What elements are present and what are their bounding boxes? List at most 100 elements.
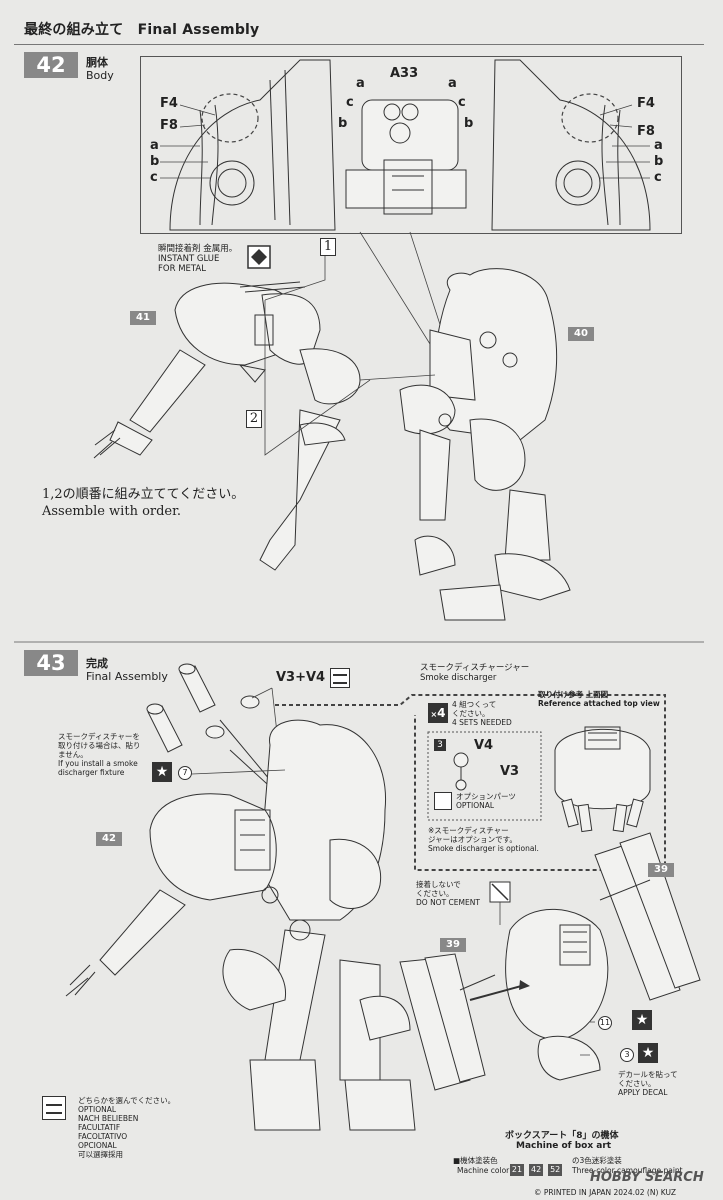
options-arrows-icon bbox=[42, 1096, 66, 1120]
sets-note: 4 組つくって ください。 4 SETS NEEDED bbox=[452, 700, 512, 727]
smoke-optional-jp-1: ※スモークディスチャー bbox=[428, 826, 509, 835]
callout-center-b-left: b bbox=[338, 116, 348, 131]
glue-note-en-2: FOR METAL bbox=[158, 264, 206, 274]
body-assembly-drawing bbox=[399, 268, 571, 621]
smoke-optional-jp-2: ジャーはオプションです。 bbox=[428, 835, 517, 844]
install-note-jp-3: ません。 bbox=[58, 750, 88, 759]
callout-right-c: c bbox=[654, 170, 662, 185]
camo-en: Three-color camouflage paint bbox=[572, 1166, 683, 1175]
detail-frame bbox=[140, 56, 682, 234]
apply-decal-note: デカールを貼って ください。 APPLY DECAL bbox=[618, 1070, 678, 1097]
glue-note-jp: 瞬間接着剤 金属用。 bbox=[158, 244, 238, 254]
sets-quantity-badge: ×4 bbox=[428, 703, 448, 723]
callout-right-a: a bbox=[654, 138, 663, 153]
completed-robot-drawing bbox=[65, 719, 416, 1131]
optional-part-en: OPTIONAL bbox=[456, 801, 495, 810]
callout-center-c-right: c bbox=[458, 95, 466, 110]
callout-left-f8: F8 bbox=[160, 118, 178, 133]
header-bar bbox=[14, 14, 704, 45]
box-art-title-en: Machine of box art bbox=[516, 1141, 612, 1151]
callout-right-b: b bbox=[654, 154, 664, 169]
smoke-title: スモークディスチャージャー Smoke discharger bbox=[420, 663, 529, 683]
callout-center-b-right: b bbox=[464, 116, 474, 131]
optional-part-note: オプションパーツ OPTIONAL bbox=[456, 792, 516, 810]
install-note-jp-1: スモークディスチャーを bbox=[58, 732, 140, 741]
callout-left-a: a bbox=[150, 138, 159, 153]
decal-7-marker: 7 bbox=[178, 766, 192, 780]
color-swatches: 21 42 52 bbox=[510, 1157, 563, 1176]
sets-note-jp-1: 4 組つくって bbox=[452, 700, 497, 709]
step-42-badge: 42 bbox=[24, 52, 78, 78]
part-40-tag: 40 bbox=[568, 327, 594, 341]
callout-right-f4: F4 bbox=[637, 96, 655, 111]
right-detail-drawing bbox=[491, 59, 651, 231]
part-39-tag-left: 39 bbox=[440, 938, 466, 952]
reference-note: 取り付け参考 上面図 Reference attached top view bbox=[538, 690, 660, 708]
optional-arrows-icon bbox=[330, 668, 350, 688]
sets-quantity-value: 4 bbox=[437, 706, 446, 720]
smoke-optional-en: Smoke discharger is optional. bbox=[428, 844, 539, 853]
arm-assembly-drawing bbox=[93, 281, 361, 571]
left-detail-drawing bbox=[169, 59, 336, 231]
machine-color-en: Machine color bbox=[457, 1166, 510, 1175]
color-21: 21 bbox=[510, 1164, 524, 1176]
no-cement-en: DO NOT CEMENT bbox=[416, 898, 480, 907]
optional-part-icon bbox=[434, 792, 452, 810]
star-decal-icon-11: ★ bbox=[632, 1010, 652, 1030]
box-art-title-jp: ボックスアート「8」の機体 bbox=[505, 1131, 619, 1141]
camo-jp: の3色迷彩塗装 bbox=[572, 1156, 622, 1165]
glue-diamond-icon bbox=[247, 245, 271, 269]
sequence-2-badge: 2 bbox=[246, 410, 262, 428]
callout-center-a-left: a bbox=[356, 76, 365, 91]
part-3-badge: 3 bbox=[434, 739, 446, 751]
v4-label: V4 bbox=[474, 738, 494, 753]
decal-11-marker: 11 bbox=[598, 1016, 612, 1030]
order-note-jp: 1,2の順番に組み立ててください。 bbox=[42, 487, 245, 502]
star-decal-icon-3: ★ bbox=[638, 1043, 658, 1063]
reference-top-view-drawing bbox=[554, 726, 651, 833]
sets-note-jp-2: ください。 bbox=[452, 709, 490, 718]
install-note-jp-2: 取り付ける場合は、貼り bbox=[58, 741, 141, 750]
color-42: 42 bbox=[529, 1164, 544, 1176]
smoke-title-jp: スモークディスチャージャー bbox=[420, 663, 530, 673]
apply-decal-jp-1: デカールを貼って bbox=[618, 1070, 678, 1079]
step-43-title-en: Final Assembly bbox=[86, 670, 168, 683]
install-note: スモークディスチャーを 取り付ける場合は、貼り ません。 If you inst… bbox=[58, 732, 141, 777]
options-list-de: NACH BELIEBEN bbox=[78, 1114, 139, 1123]
reference-note-jp: 取り付け参考 上面図 bbox=[538, 690, 609, 699]
page-title: 最終の組み立て Final Assembly bbox=[24, 22, 260, 38]
no-cement-jp-1: 接着しないで bbox=[416, 880, 461, 889]
callout-center-a-right: a bbox=[448, 76, 457, 91]
glue-note: 瞬間接着剤 金属用。 INSTANT GLUE FOR METAL bbox=[158, 244, 237, 274]
step-43-title-jp: 完成 bbox=[86, 657, 108, 670]
decal-3-marker: 3 bbox=[620, 1048, 634, 1062]
callout-left-f4: F4 bbox=[160, 96, 178, 111]
printed-note: © PRINTED IN JAPAN 2024.02 (N) KUZ bbox=[534, 1188, 676, 1197]
options-list-zh: 可以選擇採用 bbox=[78, 1150, 123, 1159]
reference-note-en: Reference attached top view bbox=[538, 699, 660, 708]
optional-part-jp: オプションパーツ bbox=[456, 792, 516, 801]
apply-decal-jp-2: ください。 bbox=[618, 1079, 656, 1088]
callout-left-b: b bbox=[150, 154, 160, 169]
options-list: どちらかを選んでください。 OPTIONAL NACH BELIEBEN FAC… bbox=[78, 1096, 175, 1159]
center-detail-drawing bbox=[345, 99, 467, 215]
glue-note-en-1: INSTANT GLUE bbox=[158, 254, 220, 264]
no-cement-note: 接着しないで ください。 DO NOT CEMENT bbox=[416, 880, 480, 907]
order-note-en: Assemble with order. bbox=[42, 504, 182, 519]
options-list-fr: FACULTATIF bbox=[78, 1123, 121, 1132]
no-cement-icon bbox=[489, 881, 511, 903]
part-41-tag: 41 bbox=[130, 311, 156, 325]
callout-center-c-left: c bbox=[346, 95, 354, 110]
options-list-it: FACOLTATIVO bbox=[78, 1132, 128, 1141]
apply-decal-en: APPLY DECAL bbox=[618, 1088, 668, 1097]
sets-note-en: 4 SETS NEEDED bbox=[452, 718, 512, 727]
order-note: 1,2の順番に組み立ててください。 Assemble with order. bbox=[42, 486, 244, 520]
step-43-badge: 43 bbox=[24, 650, 78, 676]
sequence-1-badge: 1 bbox=[320, 238, 336, 256]
launcher-assembly-drawing bbox=[399, 832, 701, 1091]
callout-left-c: c bbox=[150, 170, 158, 185]
color-52: 52 bbox=[548, 1164, 563, 1176]
part-39-tag-right: 39 bbox=[648, 863, 674, 877]
v3-label: V3 bbox=[500, 764, 520, 779]
